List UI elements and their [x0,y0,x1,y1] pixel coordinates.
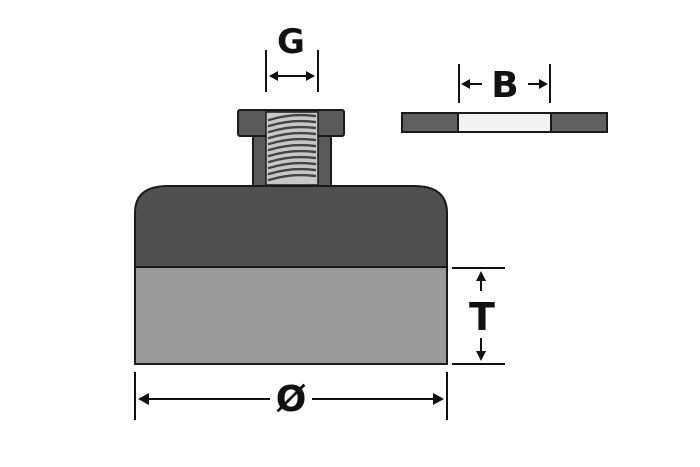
dimension-g [265,50,319,92]
magnet-body [134,185,448,365]
label-diameter: Ø [276,379,307,420]
washer-hole [457,112,552,133]
thread-lines [267,113,317,182]
dimension-t [452,267,505,365]
washer-left-segment [401,112,461,133]
label-b: B [491,65,518,106]
label-t: T [469,295,495,339]
dimension-b [458,64,551,103]
washer [401,112,608,133]
magnet-base [134,266,448,365]
threaded-nut [237,109,345,188]
label-g: G [277,22,305,62]
washer-right-segment [550,112,608,133]
dimension-diameter [134,372,448,420]
magnet-cap [134,185,448,268]
